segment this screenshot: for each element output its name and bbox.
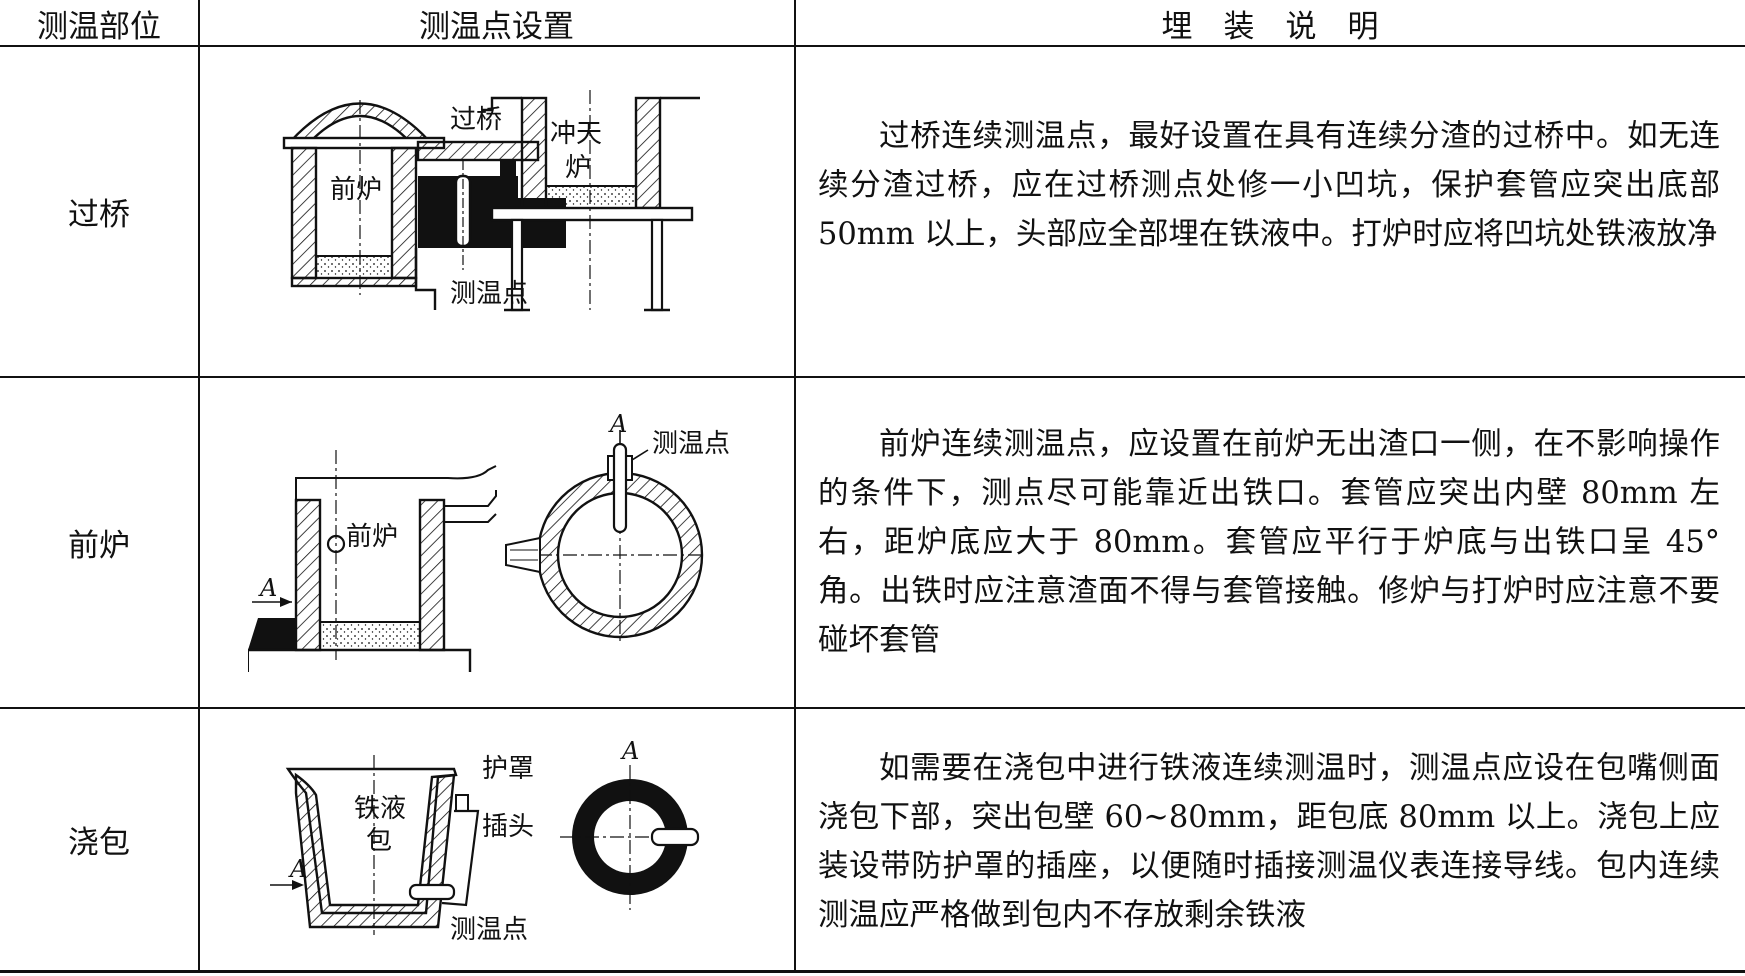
ladle-diagram: 铁液 包 护罩 插头 测温点 A A bbox=[270, 737, 700, 945]
row-divider-1 bbox=[0, 376, 1745, 378]
ladle-plug-label: 插头 bbox=[482, 812, 534, 842]
bridge-label: 过桥 bbox=[450, 105, 502, 135]
column-divider-1 bbox=[198, 0, 200, 971]
bridge-diagram: 前炉 过桥 冲天 炉 测温点 bbox=[282, 90, 700, 312]
ladle-section-a-side: A bbox=[288, 855, 307, 883]
header-location: 测温部位 bbox=[37, 8, 161, 45]
ladle-label-2: 包 bbox=[366, 826, 392, 856]
ladle-section-a-top: A bbox=[620, 737, 639, 765]
row-3-location: 浇包 bbox=[68, 824, 130, 861]
forehearth-section-a-side: A bbox=[258, 574, 277, 602]
forehearth-section-a-top: A bbox=[608, 410, 627, 438]
forehearth-label: 前炉 bbox=[346, 522, 398, 552]
row-2-description: 前炉连续测温点，应设置在前炉无出渣口一侧，在不影响操作的条件下，测点尽可能靠近出… bbox=[818, 427, 1720, 658]
bridge-cupola-label-2: 炉 bbox=[565, 153, 591, 183]
forehearth-point-label: 测温点 bbox=[652, 429, 730, 459]
bridge-cupola-label-1: 冲天 bbox=[550, 119, 602, 149]
ladle-point-label: 测温点 bbox=[450, 915, 528, 945]
ladle-cover-label: 护罩 bbox=[482, 754, 534, 784]
table-bottom-rule bbox=[0, 970, 1745, 973]
bridge-point-label: 测温点 bbox=[450, 279, 528, 309]
header-description: 埋 装 说 明 bbox=[1161, 8, 1379, 45]
bridge-forehearth-label: 前炉 bbox=[330, 175, 382, 205]
column-divider-2 bbox=[794, 0, 796, 971]
row-divider-2 bbox=[0, 707, 1745, 709]
row-3-description: 如需要在浇包中进行铁液连续测温时，测温点应设在包嘴侧面浇包下部，突出包壁 60~… bbox=[818, 751, 1720, 933]
row-1-description: 过桥连续测温点，最好设置在具有连续分渣的过桥中。如无连续分渣过桥，应在过桥测点处… bbox=[818, 119, 1720, 252]
row-2-location: 前炉 bbox=[68, 527, 130, 564]
ladle-label-1: 铁液 bbox=[354, 794, 406, 824]
row-1-location: 过桥 bbox=[68, 197, 130, 233]
header-setup: 测温点设置 bbox=[419, 8, 574, 45]
header-bottom-rule bbox=[0, 45, 1745, 47]
forehearth-diagram: 前炉 A A 测温点 bbox=[248, 410, 730, 672]
